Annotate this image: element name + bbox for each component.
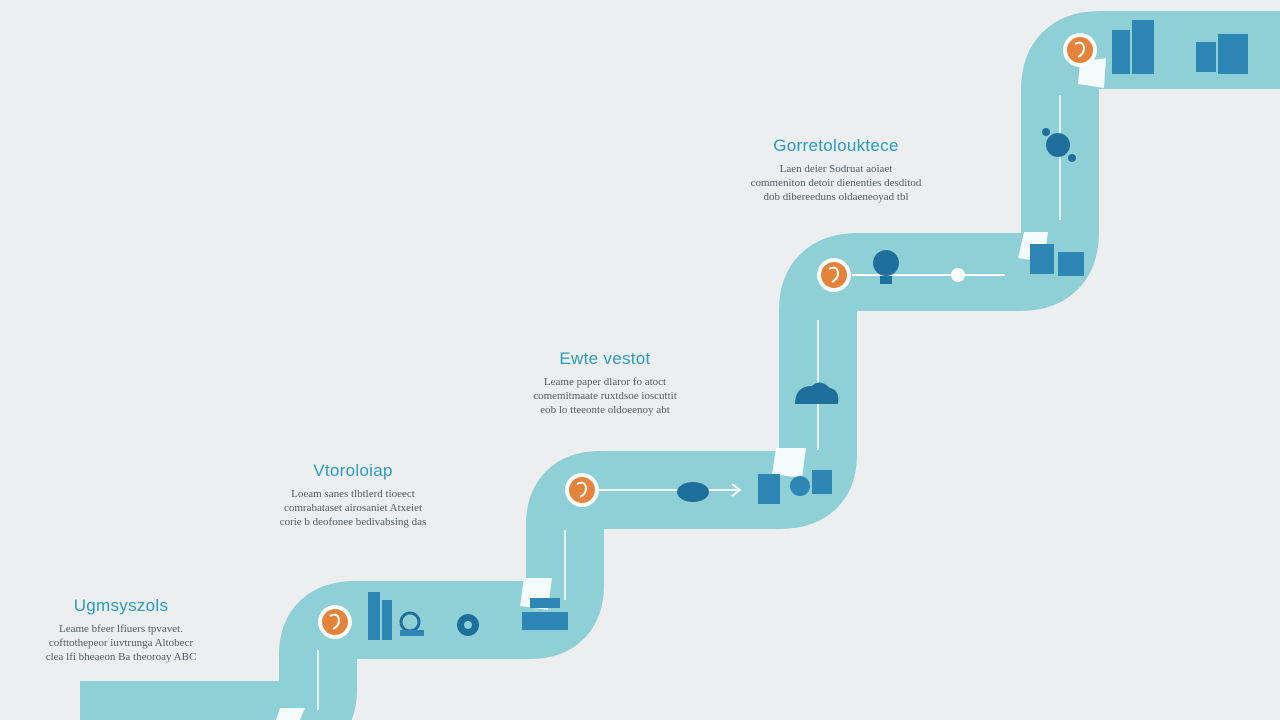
step-text-line: comrabataset airosaniet Atxeiet xyxy=(283,502,423,514)
splash-icon xyxy=(1042,128,1076,162)
cloud-icon xyxy=(677,482,709,502)
step-label-3: Ewte vestot Leame paper dlaror fo atoct … xyxy=(505,349,705,417)
step-label-1: Ugmsyszols Leame bfeer lfiuers tpvavet. … xyxy=(21,596,221,664)
gear-icon xyxy=(457,614,479,636)
step-title: Ewte vestot xyxy=(559,349,651,368)
marker-connector-lines xyxy=(598,268,1005,497)
step-text-line: cofttothepeor iuvtrunga Altobecr xyxy=(48,637,194,649)
step-text-line: Leame bfeer lfiuers tpvavet. xyxy=(59,623,183,635)
step-text-line: dob dibereeduns oldaeneoyad tbl xyxy=(763,191,909,203)
machine-icon xyxy=(758,470,832,504)
step-marker-4 xyxy=(1063,33,1097,67)
step-text-line: comemitmaate ruxtdsoe ioscuttit xyxy=(533,390,677,402)
step-title: Vtoroloiap xyxy=(313,461,393,480)
factory-icon xyxy=(1112,20,1248,74)
step-title: Gorretolouktece xyxy=(773,136,899,155)
step-text-line: Loeam sanes tlbtlerd tioeect xyxy=(291,488,415,500)
step-text-line: clea lfi bheaeon Ba theoroay ABC xyxy=(45,651,197,663)
building-icon xyxy=(368,592,424,640)
toolbox-icon xyxy=(522,598,568,630)
step-label-4: Gorretolouktece Laen deier Sodruat aoiae… xyxy=(736,136,936,204)
step-marker-2 xyxy=(565,473,599,507)
step-text-line: eob lo tteeonte oldoeenoy abt xyxy=(540,404,670,416)
step-marker-1 xyxy=(318,605,352,639)
lightbulb-icon xyxy=(873,250,899,284)
cloud-icon-2 xyxy=(795,382,839,404)
server-icon xyxy=(1030,244,1084,276)
step-text-line: commeniton detoir dienenties desditod xyxy=(750,177,922,189)
step-text-line: Leame paper dlaror fo atoct xyxy=(543,376,667,388)
step-marker-3 xyxy=(817,258,851,292)
step-text-line: corie b deofonee bedivabsing das xyxy=(279,516,427,528)
winding-road-path xyxy=(80,11,1280,720)
step-text-line: Laen deier Sodruat aoiaet xyxy=(779,163,893,175)
step-title: Ugmsyszols xyxy=(73,596,169,615)
step-label-2: Vtoroloiap Loeam sanes tlbtlerd tioeect … xyxy=(253,461,453,529)
road-center-line xyxy=(317,95,1061,710)
